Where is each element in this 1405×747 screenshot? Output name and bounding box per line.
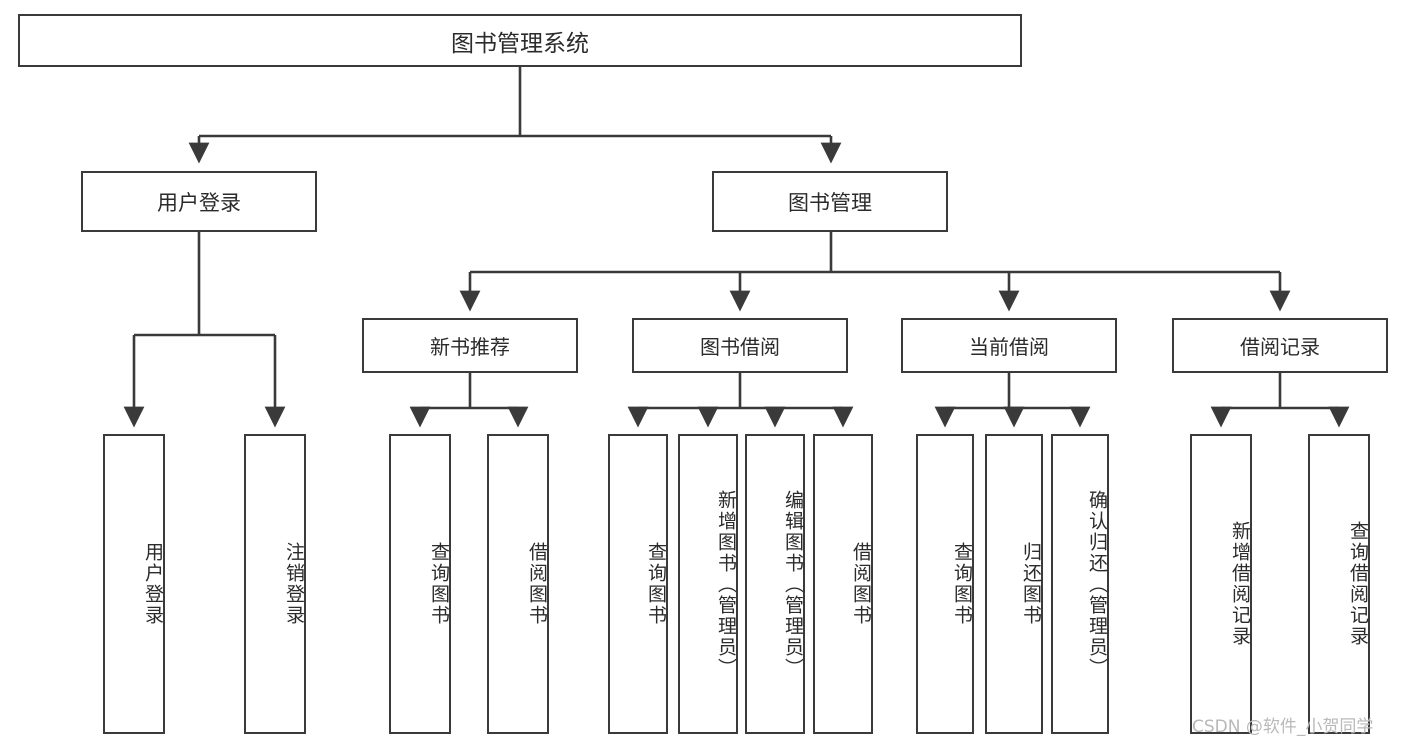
node-new-book-recommend[interactable]: 新书推荐 — [362, 318, 578, 373]
node-label: 查询图书 — [645, 542, 667, 626]
node-root[interactable]: 图书管理系统 — [18, 14, 1022, 67]
leaf-query-borrow-record[interactable]: 查询借阅记录 — [1308, 434, 1370, 734]
leaf-query-book-borrow[interactable]: 查询图书 — [608, 434, 668, 734]
node-label: 借阅图书 — [526, 542, 548, 626]
node-label: 注销登录 — [283, 542, 305, 626]
node-label: 借阅记录 — [1240, 335, 1320, 359]
node-label: 归还图书 — [1020, 542, 1042, 626]
node-label: 确认归还（管理员） — [1086, 489, 1108, 679]
node-label: 图书借阅 — [700, 335, 780, 359]
leaf-confirm-return-admin[interactable]: 确认归还（管理员） — [1051, 434, 1109, 734]
node-borrow-record[interactable]: 借阅记录 — [1172, 318, 1388, 373]
leaf-query-book-recommend[interactable]: 查询图书 — [389, 434, 451, 734]
node-book-borrow[interactable]: 图书借阅 — [632, 318, 848, 373]
node-label: 查询图书 — [428, 542, 450, 626]
leaf-edit-book-admin[interactable]: 编辑图书（管理员） — [745, 434, 805, 734]
node-label: 查询借阅记录 — [1347, 521, 1369, 647]
node-current-borrow[interactable]: 当前借阅 — [901, 318, 1117, 373]
leaf-logout[interactable]: 注销登录 — [244, 434, 306, 734]
node-label: 新书推荐 — [430, 335, 510, 359]
leaf-borrow-book-recommend[interactable]: 借阅图书 — [487, 434, 549, 734]
leaf-add-borrow-record[interactable]: 新增借阅记录 — [1190, 434, 1252, 734]
node-label: 借阅图书 — [850, 542, 872, 626]
leaf-return-book[interactable]: 归还图书 — [985, 434, 1043, 734]
leaf-borrow-book[interactable]: 借阅图书 — [813, 434, 873, 734]
node-label: 新增借阅记录 — [1229, 521, 1251, 647]
leaf-query-book-current[interactable]: 查询图书 — [916, 434, 974, 734]
node-label: 图书管理系统 — [451, 30, 589, 57]
node-label: 编辑图书（管理员） — [782, 489, 804, 679]
node-book-manage[interactable]: 图书管理 — [712, 171, 948, 232]
watermark-text: CSDN @软件_小贺同学 — [1192, 717, 1374, 737]
node-label: 当前借阅 — [969, 335, 1049, 359]
node-user-login[interactable]: 用户登录 — [81, 171, 317, 232]
node-label: 用户登录 — [157, 190, 241, 215]
node-label: 图书管理 — [788, 190, 872, 215]
node-label: 用户登录 — [142, 542, 164, 626]
leaf-add-book-admin[interactable]: 新增图书（管理员） — [678, 434, 738, 734]
node-label: 查询图书 — [951, 542, 973, 626]
node-label: 新增图书（管理员） — [715, 489, 737, 679]
leaf-user-login[interactable]: 用户登录 — [103, 434, 165, 734]
